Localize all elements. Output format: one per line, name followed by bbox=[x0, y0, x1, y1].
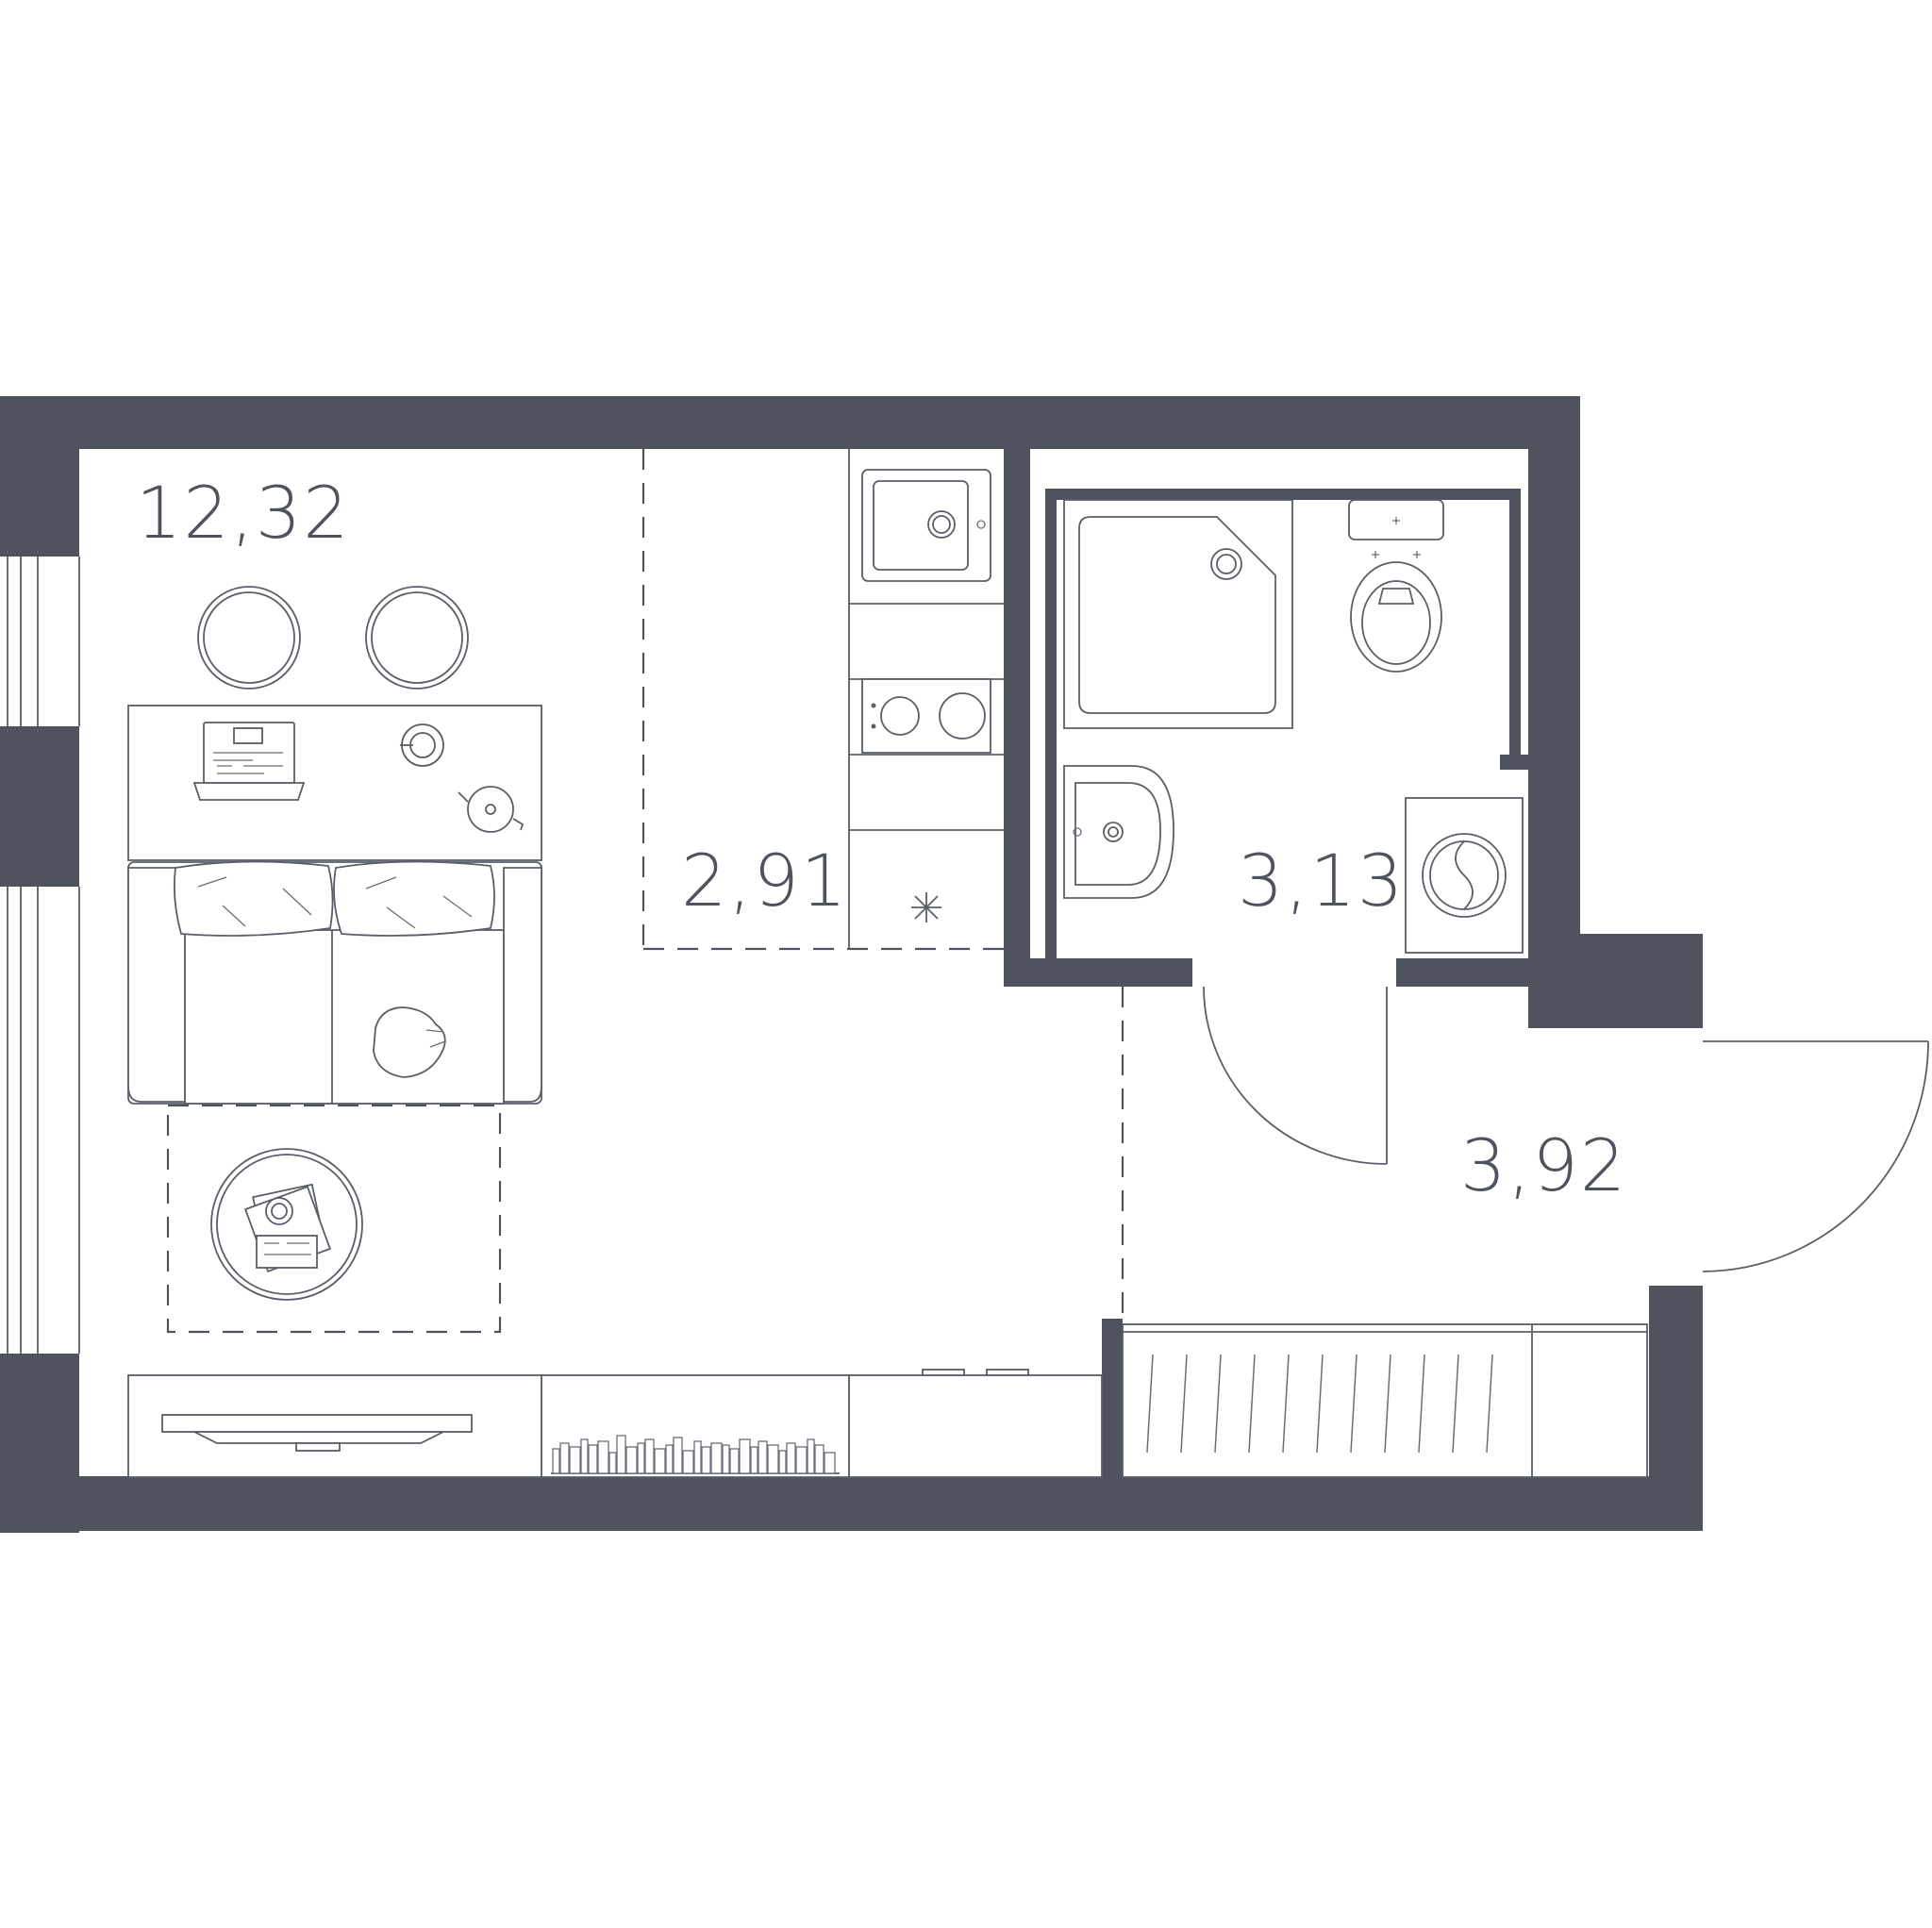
hanger bbox=[1452, 1354, 1459, 1454]
book bbox=[682, 1450, 694, 1474]
chair-left bbox=[197, 586, 301, 690]
teapot-icon bbox=[458, 786, 525, 833]
book bbox=[758, 1440, 768, 1474]
washing-machine bbox=[1405, 797, 1524, 954]
cabinet bbox=[848, 1369, 1103, 1478]
hanger bbox=[1486, 1354, 1493, 1454]
washbasin bbox=[1063, 765, 1174, 899]
sofa bbox=[127, 860, 542, 1105]
kitchen-zone-boundary bbox=[641, 449, 1004, 951]
chair-right bbox=[365, 586, 469, 690]
book bbox=[767, 1444, 779, 1474]
book bbox=[701, 1446, 711, 1474]
book bbox=[552, 1448, 560, 1474]
coffee-table bbox=[210, 1148, 363, 1301]
hanger bbox=[1316, 1354, 1324, 1454]
hanger bbox=[1214, 1354, 1222, 1454]
book bbox=[654, 1448, 666, 1474]
wardrobe bbox=[1122, 1323, 1648, 1478]
book bbox=[824, 1452, 836, 1474]
book bbox=[673, 1437, 683, 1474]
book bbox=[588, 1444, 598, 1474]
bathroom-door bbox=[1203, 986, 1388, 1165]
book bbox=[569, 1446, 581, 1474]
window-left-upper bbox=[0, 557, 80, 726]
book bbox=[644, 1438, 655, 1474]
book bbox=[722, 1444, 730, 1474]
kitchen-sink bbox=[861, 469, 991, 582]
window-left-lower bbox=[0, 887, 80, 1354]
book bbox=[625, 1446, 638, 1474]
bookshelf bbox=[541, 1374, 850, 1478]
bathroom-area-label: 3,13 bbox=[1238, 839, 1405, 922]
fridge-icon bbox=[911, 892, 941, 922]
toilet bbox=[1348, 499, 1444, 673]
book bbox=[665, 1444, 674, 1474]
entrance-door bbox=[1702, 1040, 1929, 1272]
book bbox=[693, 1440, 702, 1474]
living-room-area-label: 12,32 bbox=[136, 471, 351, 555]
book bbox=[739, 1438, 751, 1474]
hanger bbox=[1146, 1354, 1154, 1454]
book bbox=[608, 1452, 617, 1474]
hanger bbox=[1384, 1354, 1391, 1454]
book bbox=[710, 1442, 723, 1474]
book bbox=[580, 1438, 589, 1474]
interior-walls bbox=[1004, 449, 1547, 987]
hanger bbox=[1180, 1354, 1188, 1454]
book bbox=[795, 1446, 808, 1474]
desk bbox=[127, 705, 542, 861]
book bbox=[729, 1448, 740, 1474]
book bbox=[637, 1442, 645, 1474]
book bbox=[786, 1442, 796, 1474]
cup-icon bbox=[400, 723, 444, 767]
book bbox=[778, 1450, 787, 1474]
book bbox=[559, 1442, 570, 1474]
book bbox=[597, 1440, 609, 1474]
book bbox=[750, 1446, 758, 1474]
hanger bbox=[1350, 1354, 1357, 1454]
rug-outline bbox=[166, 1104, 502, 1334]
book bbox=[807, 1438, 815, 1474]
hanger bbox=[1248, 1354, 1256, 1454]
hanger bbox=[1418, 1354, 1425, 1454]
shower-tray bbox=[1063, 499, 1293, 729]
book bbox=[616, 1435, 626, 1474]
book bbox=[814, 1444, 824, 1474]
kitchen-area-label: 2,91 bbox=[681, 839, 848, 922]
hallway-area-label: 3,92 bbox=[1460, 1123, 1627, 1207]
hanger bbox=[1282, 1354, 1290, 1454]
laptop-icon bbox=[192, 722, 306, 801]
cooktop bbox=[861, 678, 991, 754]
tv-stand bbox=[127, 1374, 542, 1478]
exterior-walls bbox=[0, 396, 1703, 1533]
